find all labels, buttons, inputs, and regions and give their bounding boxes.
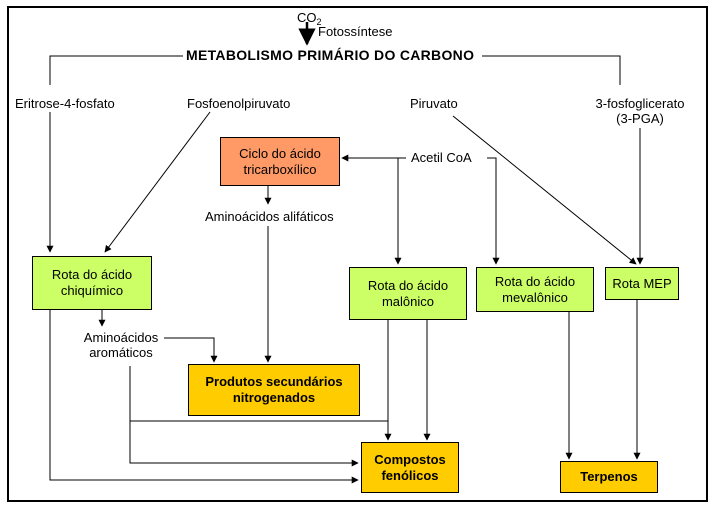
main-title: METABOLISMO PRIMÁRIO DO CARBONO	[183, 48, 478, 63]
line-to-eritrose	[49, 55, 183, 85]
arrow-pep-chiquimico	[104, 111, 211, 253]
co2-label: CO2	[297, 10, 322, 27]
rota-mep-box: Rota MEP	[605, 267, 679, 300]
aminoacidos-aromaticos-label: Aminoácidos aromáticos	[83, 330, 159, 360]
line-to-3pga	[482, 55, 621, 85]
terpenos-box: Terpenos	[560, 461, 658, 493]
eritrose-label: Eritrose-4-fosfato	[15, 96, 115, 111]
arrow-aromaticos-fenolicos	[129, 366, 359, 467]
fotossintese-label: Fotossíntese	[318, 24, 393, 39]
diagram-frame	[7, 6, 708, 502]
arrow-chiquimico-fenolicos	[49, 310, 359, 484]
arrow-piruvato-mep	[452, 115, 637, 265]
arrow-acetil-mevalonico	[487, 157, 500, 265]
fosfoglicerato-label: 3-fosfoglicerato (3-PGA)	[595, 96, 685, 126]
aminoacidos-alifaticos-label: Aminoácidos alifáticos	[205, 209, 334, 224]
arrow-aromaticos-nitrogenados	[164, 337, 218, 363]
piruvato-label: Piruvato	[410, 96, 458, 111]
fosfoenolpiruvato-label: Fosfoenolpiruvato	[187, 96, 291, 111]
acetil-coa-label: Acetil CoA	[409, 150, 474, 165]
